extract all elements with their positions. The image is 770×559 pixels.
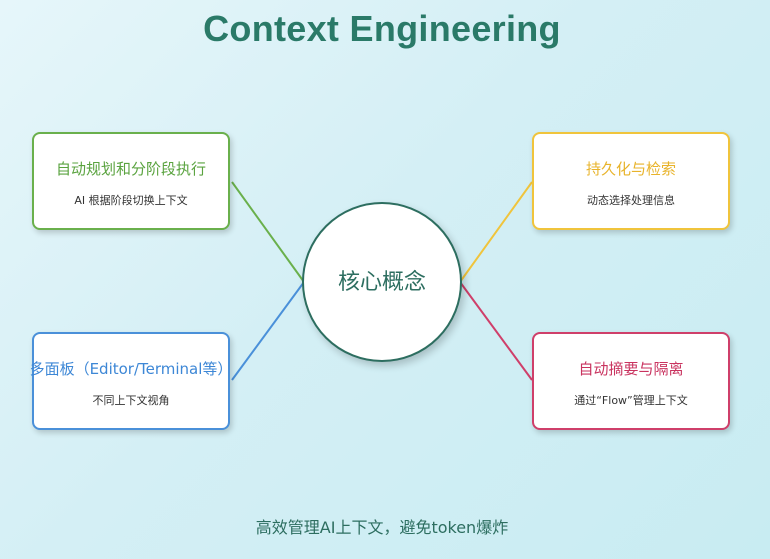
connector-top-left (231, 181, 305, 283)
footer-caption: 高效管理AI上下文，避免token爆炸 (255, 518, 509, 537)
card-auto-planning: 自动规划和分阶段执行 AI 根据阶段切换上下文 (32, 132, 230, 230)
connector-bottom-right (459, 281, 533, 381)
card-description: AI 根据阶段切换上下文 (74, 194, 188, 207)
diagram-title: Context Engineering (203, 8, 561, 49)
card-title: 多面板（Editor/Terminal等） (29, 360, 233, 378)
card-title: 自动规划和分阶段执行 (55, 160, 206, 178)
card-title: 持久化与检索 (585, 160, 676, 178)
card-multi-panel: 多面板（Editor/Terminal等） 不同上下文视角 (30, 332, 232, 430)
core-concept-label: 核心概念 (337, 270, 426, 295)
card-description: 不同上下文视角 (92, 394, 170, 407)
card-description: 通过“Flow”管理上下文 (574, 394, 688, 407)
core-concept-circle: 核心概念 (302, 202, 462, 362)
connector-top-right (459, 181, 533, 283)
card-auto-summary-isolation: 自动摘要与隔离 通过“Flow”管理上下文 (532, 332, 730, 430)
connector-bottom-left (231, 281, 305, 381)
card-description: 动态选择处理信息 (587, 194, 675, 207)
card-persistence-retrieval: 持久化与检索 动态选择处理信息 (532, 132, 730, 230)
card-title: 自动摘要与隔离 (578, 360, 684, 378)
